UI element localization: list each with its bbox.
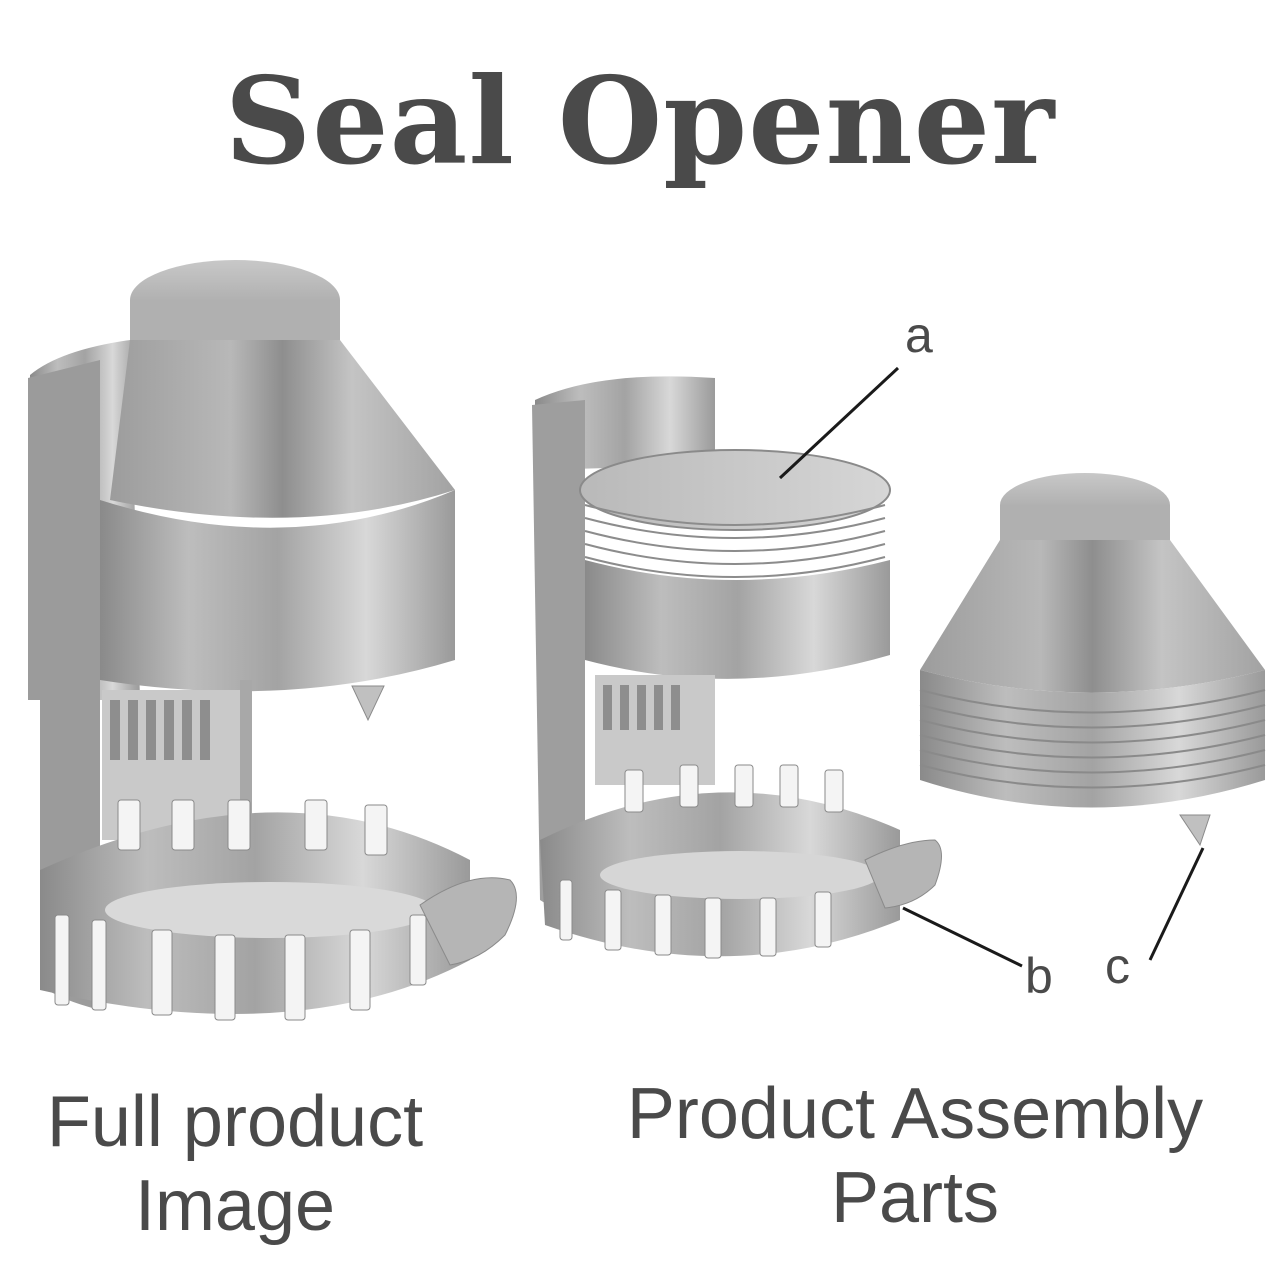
callout-line-a: [778, 366, 900, 480]
clamp-lever: [419, 877, 517, 966]
sleeve-part: [532, 376, 942, 959]
caption-full-product-line2: Image: [134, 1166, 336, 1246]
caption-assembly-parts-line1: Product Assembly: [626, 1074, 1204, 1154]
callout-line-b: [902, 906, 1023, 968]
caption-assembly-parts: Product Assembly Parts: [600, 1072, 1230, 1240]
threaded-ring-top: [579, 449, 891, 531]
base-plate: [105, 882, 435, 938]
callout-line-c: [1148, 847, 1205, 961]
cone-body: [110, 340, 455, 518]
sleeve-left-wall: [28, 360, 100, 1010]
callout-label-b: b: [1025, 948, 1053, 1004]
caption-assembly-parts-line2: Parts: [830, 1158, 1000, 1238]
caption-full-product-line1: Full product: [46, 1082, 424, 1162]
upper-ring: [100, 490, 455, 692]
threaded-ring-band: [585, 560, 890, 679]
sleeve-clamp-lever: [864, 839, 942, 909]
cone-cap-body: [920, 540, 1265, 693]
diagram-title: Seal Opener: [224, 51, 1056, 192]
callout-label-c: c: [1105, 938, 1130, 994]
spike-tip: [351, 685, 385, 722]
sleeve-wall: [532, 400, 585, 920]
cone-cap-threads: [920, 670, 1265, 808]
full-product-image: [28, 260, 517, 1021]
callouts: a b c: [778, 307, 1205, 1004]
callout-label-a: a: [905, 307, 933, 363]
cone-cap-part: [919, 473, 1266, 847]
caption-full-product: Full product Image: [30, 1080, 440, 1248]
cone-cap-spike: [1179, 814, 1211, 847]
